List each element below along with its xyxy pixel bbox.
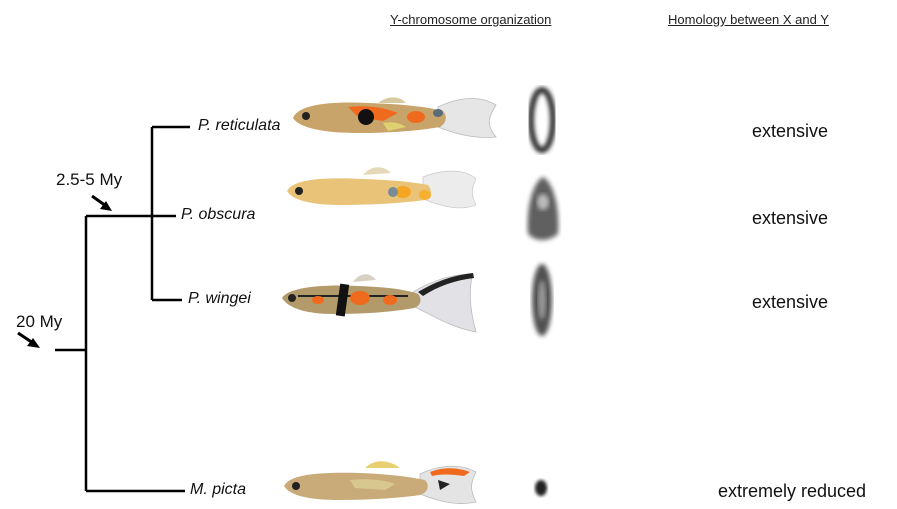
homology-p-obscura: extensive (690, 208, 890, 229)
species-label-p-obscura: P. obscura (181, 206, 255, 224)
species-label-p-wingei: P. wingei (188, 290, 251, 308)
divergence-time-ancient: 20 My (16, 312, 62, 332)
arrow-20my-icon (18, 333, 40, 348)
p-obscura-fish-image (283, 165, 478, 213)
y-chromosome-p-obscura (518, 172, 568, 247)
homology-p-reticulata: extensive (690, 121, 890, 142)
p-wingei-fish-image (278, 270, 478, 338)
m-picta-fish-image (280, 458, 480, 508)
y-chromosome-p-reticulata (522, 85, 562, 155)
divergence-time-recent: 2.5-5 My (56, 170, 122, 190)
arrow-2-5-5my-icon (92, 196, 112, 211)
y-chromosome-p-wingei (522, 258, 562, 343)
y-chromosome-m-picta (526, 473, 556, 503)
species-label-p-reticulata: P. reticulata (198, 117, 280, 135)
species-label-m-picta: M. picta (190, 481, 246, 499)
p-reticulata-fish-image (288, 93, 498, 143)
homology-m-picta: extremely reduced (692, 481, 892, 502)
homology-p-wingei: extensive (690, 292, 890, 313)
